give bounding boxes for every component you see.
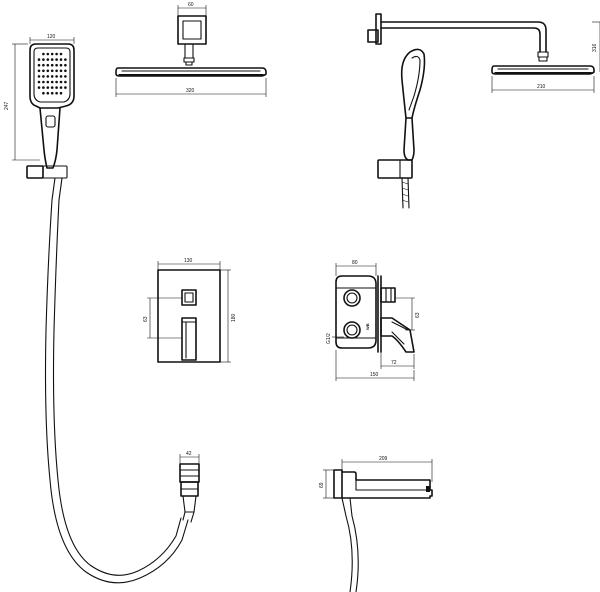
nozzle-dot bbox=[46, 86, 50, 89]
nozzle-dot bbox=[55, 58, 58, 61]
spout-height-label: 69 bbox=[319, 482, 325, 488]
shower-head-top-label: 60 bbox=[188, 2, 194, 8]
nozzle-dot bbox=[64, 75, 67, 78]
nozzle-dot bbox=[37, 69, 41, 73]
nozzle-dot bbox=[64, 69, 67, 73]
outlet-width-label: 42 bbox=[186, 451, 192, 457]
trim-plate: 130 180 63 bbox=[143, 258, 237, 363]
nozzle-dot bbox=[46, 58, 50, 61]
nozzle-dot bbox=[55, 52, 58, 56]
shower-head-diameter-label: 320 bbox=[186, 88, 195, 94]
nozzle-dot bbox=[50, 91, 54, 95]
handshower-length-label: 247 bbox=[4, 101, 10, 110]
body-port-offset-label: 63 bbox=[415, 312, 421, 318]
brand-mark: WB bbox=[365, 323, 370, 330]
handshower-width-label: 120 bbox=[47, 34, 56, 40]
nozzle-dot bbox=[46, 91, 50, 95]
nozzle-dot bbox=[55, 80, 58, 84]
arm-height-label: 316 bbox=[592, 43, 598, 52]
nozzle-dot bbox=[64, 86, 67, 89]
nozzle-dot bbox=[55, 69, 58, 73]
nozzle-dot bbox=[50, 86, 54, 89]
nozzle-dot bbox=[37, 86, 41, 89]
nozzle-dot bbox=[42, 58, 45, 61]
nozzle-dot bbox=[46, 63, 50, 67]
nozzle-dot bbox=[55, 75, 58, 78]
nozzle-dot bbox=[42, 52, 45, 56]
nozzle-dot bbox=[37, 75, 41, 78]
arm-head-diameter-label: 210 bbox=[537, 84, 546, 90]
nozzle-dot bbox=[55, 63, 58, 67]
nozzle-dot bbox=[64, 80, 67, 84]
nozzle-dot bbox=[37, 80, 41, 84]
hose-connector: 42 bbox=[179, 451, 200, 523]
nozzle-dot bbox=[59, 91, 63, 95]
trim-width-label: 130 bbox=[184, 258, 193, 264]
nozzle-dot bbox=[42, 91, 45, 95]
hand-shower: 120 247 bbox=[4, 34, 189, 584]
nozzle-grid bbox=[37, 52, 67, 95]
nozzle-dot bbox=[46, 80, 50, 84]
nozzle-dot bbox=[59, 52, 63, 56]
trim-offset-label: 63 bbox=[143, 316, 149, 322]
nozzle-dot bbox=[50, 75, 54, 78]
nozzle-dot bbox=[55, 91, 58, 95]
ceiling-shower-head: 60 320 bbox=[115, 2, 267, 97]
nozzle-dot bbox=[42, 69, 45, 73]
inlet-thread-label: G1/2 bbox=[326, 333, 332, 344]
body-depth-label: 150 bbox=[370, 372, 379, 378]
nozzle-dot bbox=[59, 69, 63, 73]
nozzle-dot bbox=[42, 86, 45, 89]
nozzle-dot bbox=[64, 63, 67, 67]
nozzle-dot bbox=[46, 52, 50, 56]
nozzle-dot bbox=[46, 69, 50, 73]
nozzle-dot bbox=[59, 75, 63, 78]
nozzle-dot bbox=[59, 86, 63, 89]
nozzle-dot bbox=[42, 80, 45, 84]
nozzle-dot bbox=[59, 58, 63, 61]
trim-height-label: 180 bbox=[231, 313, 237, 322]
nozzle-dot bbox=[64, 58, 67, 61]
nozzle-dot bbox=[42, 63, 45, 67]
nozzle-dot bbox=[50, 58, 54, 61]
nozzle-dot bbox=[37, 58, 41, 61]
nozzle-dot bbox=[50, 63, 54, 67]
nozzle-dot bbox=[50, 80, 54, 84]
nozzle-dot bbox=[55, 86, 58, 89]
nozzle-dot bbox=[59, 63, 63, 67]
nozzle-dot bbox=[50, 52, 54, 56]
nozzle-dot bbox=[50, 69, 54, 73]
spout-length-label: 209 bbox=[379, 456, 388, 462]
nozzle-dot bbox=[37, 63, 41, 67]
handle-projection-label: 72 bbox=[391, 360, 397, 366]
mixer-body: WB 80 63 72 150 G1/2 bbox=[326, 260, 421, 381]
nozzle-dot bbox=[59, 80, 63, 84]
body-width-label: 80 bbox=[352, 260, 358, 266]
tub-spout: 209 69 bbox=[319, 456, 433, 592]
nozzle-dot bbox=[46, 75, 50, 78]
wall-arm-shower: 210 316 bbox=[367, 13, 600, 209]
nozzle-dot bbox=[42, 75, 45, 78]
